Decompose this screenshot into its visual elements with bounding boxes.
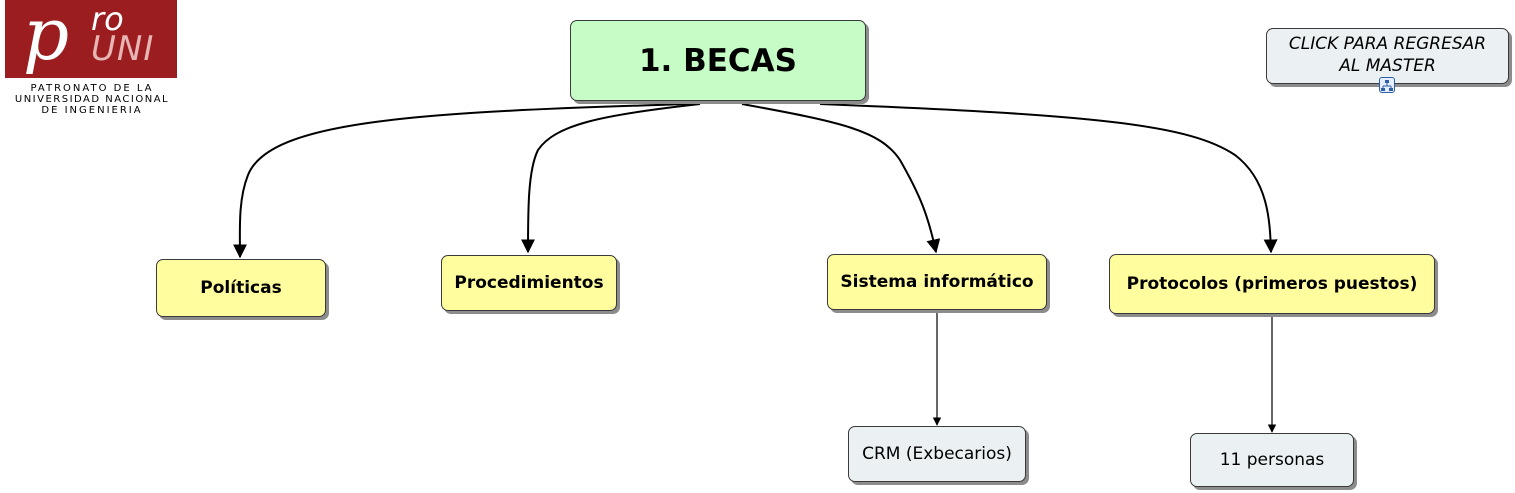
node-protocolos[interactable]: Protocolos (primeros puestos): [1109, 254, 1435, 314]
node-label: 11 personas: [1219, 450, 1325, 470]
logo-mark-ro: ro: [91, 0, 124, 38]
node-label: CRM (Exbecarios): [862, 444, 1012, 464]
node-root-label: 1. BECAS: [638, 42, 797, 79]
node-root-becas[interactable]: 1. BECAS: [570, 20, 866, 101]
logo-mark-p: p: [23, 0, 70, 76]
edge-root-politicas: [232, 103, 691, 259]
edge-root-procedimientos: [521, 103, 701, 254]
node-sistema-informatico[interactable]: Sistema informático: [827, 254, 1047, 310]
concept-map-link-icon[interactable]: [1379, 77, 1395, 93]
node-politicas[interactable]: Políticas: [156, 259, 326, 317]
logo-subtitle-line-1: PATRONATO DE LA: [30, 83, 154, 94]
logo-subtitle-line-2: UNIVERSIDAD NACIONAL: [14, 94, 170, 105]
master-label-line-1: CLICK PARA REGRESAR: [1288, 34, 1487, 54]
prouni-logo: p ro UNI: [5, 0, 177, 78]
master-label-line-2: AL MASTER: [1339, 56, 1436, 76]
logo-subtitle-line-3: DE INGENIERIA: [41, 105, 143, 113]
edge-root-sistema: [741, 103, 941, 254]
node-label: Procedimientos: [454, 273, 604, 293]
edge-root-protocolos: [819, 103, 1278, 254]
node-label: Protocolos (primeros puestos): [1126, 274, 1418, 294]
node-label: Sistema informático: [840, 272, 1034, 292]
node-11-personas[interactable]: 11 personas: [1190, 433, 1354, 487]
back-to-master-button[interactable]: CLICK PARA REGRESAR AL MASTER: [1266, 28, 1509, 84]
node-crm-exbecarios[interactable]: CRM (Exbecarios): [848, 426, 1026, 482]
node-procedimientos[interactable]: Procedimientos: [441, 255, 617, 311]
logo-mark-uni: UNI: [91, 29, 155, 69]
node-label: Políticas: [200, 278, 282, 298]
